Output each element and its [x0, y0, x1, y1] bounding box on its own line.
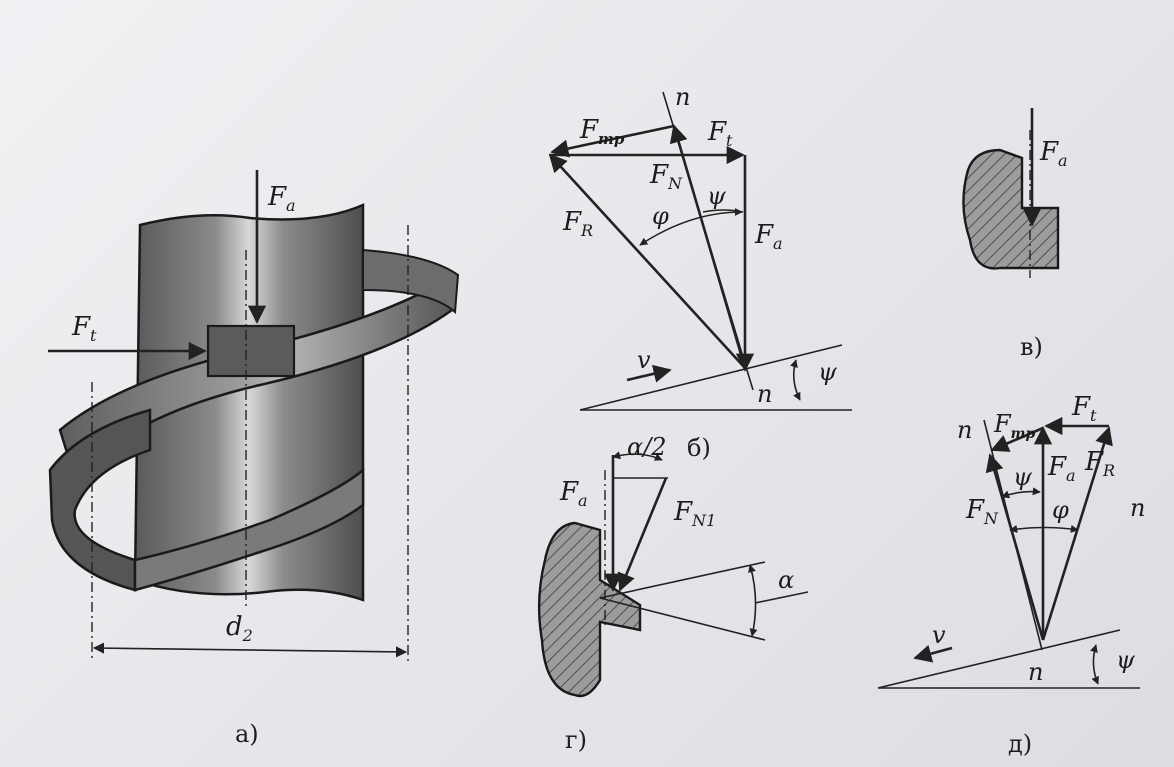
velocity-arrow-d [913, 644, 953, 663]
fn-arrow [669, 124, 747, 369]
ftr-arrow-d [990, 426, 1044, 452]
fa-label-g: Fa [559, 477, 588, 510]
n-label-top-d: n [957, 416, 972, 444]
flank-line-upper [599, 561, 766, 599]
ftr-label-d: Fтр [993, 410, 1035, 442]
fn-label-d: FN [965, 495, 999, 528]
alpha-arc [748, 564, 758, 637]
inclined-line [579, 344, 843, 411]
ft-label: Ft [707, 117, 733, 150]
velocity-label-d: v [932, 621, 946, 649]
axial-force-label: Fa [267, 182, 296, 215]
psi-label: ψ [707, 182, 727, 210]
psi-arc-bottom [790, 359, 801, 401]
caption-b: б) [687, 434, 711, 462]
diameter-dimension-line [92, 642, 408, 658]
phi-label: φ [652, 202, 669, 230]
n-label-top: n [675, 83, 690, 111]
tangential-force-label: Ft [71, 312, 97, 345]
worm-thread-lower [48, 408, 152, 592]
fr-arrow-d [1041, 426, 1113, 641]
worm-cylinder [133, 203, 365, 602]
worm-thread-back [133, 467, 365, 592]
psi-angle-label-d: ψ [1116, 646, 1136, 674]
half-alpha-label: α/2 [627, 433, 667, 461]
psi-angle-label: ψ [818, 358, 838, 386]
caption-d: д) [1008, 730, 1032, 758]
ftr-label: Fтр [579, 115, 625, 148]
fn-arrow-d [985, 453, 1045, 641]
psi-angle-arc-d [1090, 644, 1099, 685]
phi-arc [639, 208, 743, 246]
fn1-arrow [617, 477, 668, 592]
ft-label-d: Ft [1071, 392, 1097, 425]
worm-thread-edge [362, 248, 460, 315]
diameter-label: d2 [226, 612, 253, 645]
caption-a: а) [235, 720, 259, 748]
ftr-arrow [550, 124, 675, 158]
panel-a-worm-view: Fa Ft d2 а) [48, 170, 460, 748]
n-label-right-d: n [1130, 494, 1145, 522]
fa-label: Fa [754, 220, 783, 253]
fr-arrow [548, 153, 746, 369]
thread-profile-section [962, 148, 1060, 270]
n-label-bottom: n [757, 380, 772, 408]
panel-g-trapezoid-section: α/2 Fa FN1 α г) [537, 433, 809, 754]
alpha-leader [754, 591, 809, 604]
panel-b-force-triangle: Fтр n Ft FN ψ FR φ Fa v ψ n б) [548, 83, 852, 462]
fa-label-v: Fa [1039, 137, 1068, 170]
fa-label-d: Fa [1047, 452, 1076, 485]
velocity-label: v [637, 346, 651, 374]
half-alpha-arc [612, 451, 663, 461]
panel-v-tooth-section: Fa в) [962, 108, 1068, 361]
fn1-label: FN1 [673, 497, 716, 530]
alpha-label: α [778, 566, 794, 594]
caption-v: в) [1020, 333, 1043, 361]
fr-label-d: FR [1084, 447, 1115, 480]
flank-line-lower [599, 597, 766, 641]
fr-label: FR [562, 207, 593, 240]
fn-label: FN [649, 160, 683, 193]
inclined-line-d [877, 629, 1121, 689]
caption-g: г) [565, 726, 587, 754]
velocity-arrow [626, 364, 672, 383]
phi-label-d: φ [1052, 496, 1069, 524]
trapezoid-profile-section [537, 521, 642, 698]
panel-d-force-triangle: n Fтр Ft ψ Fa FR FN φ n v ψ n д) [877, 392, 1145, 758]
psi-label-d: ψ [1013, 463, 1033, 491]
psi-arc-top [702, 209, 744, 213]
n-label-bottom-d: n [1028, 658, 1043, 686]
psi-arc-d [1001, 487, 1041, 499]
phi-arc-d [1009, 524, 1079, 533]
worm-wheel-tooth-block [206, 324, 296, 378]
